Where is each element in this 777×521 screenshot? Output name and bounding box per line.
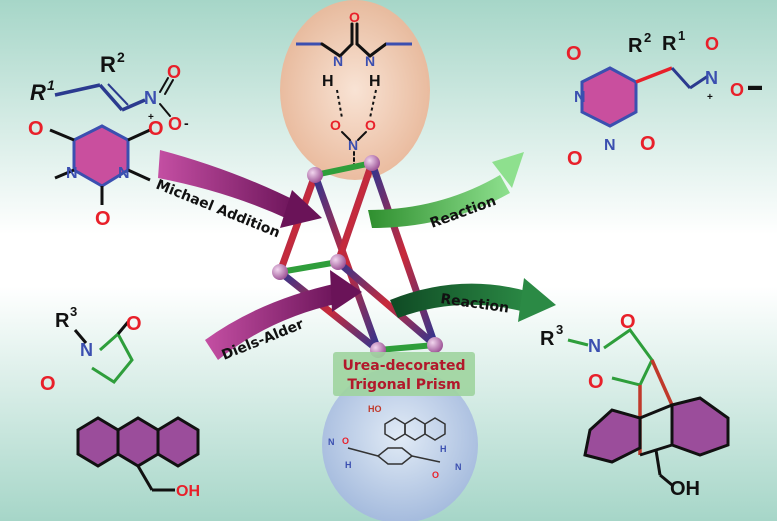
maleimide-r3-sup: 3 (70, 304, 77, 319)
da-o2: O (588, 371, 604, 393)
maleimide-r3: R (55, 310, 70, 332)
anthracene-oh: OH (176, 483, 200, 500)
r2-label: R (100, 52, 116, 77)
guest-n1: N (328, 437, 335, 447)
mp-nitro-o1: O (705, 34, 719, 54)
guest-h1: H (345, 460, 352, 470)
diels-alder-product: R 3 N O O OH (540, 311, 730, 500)
barb-o2: O (148, 118, 164, 140)
r2-sup: 2 (117, 49, 125, 65)
barb-n2: N (118, 165, 130, 182)
michael-product: O O O N N R 2 R 1 N + O O ▬ (566, 28, 762, 170)
guest-n2: N (455, 462, 462, 472)
urea-oxygen: O (349, 9, 360, 25)
nitro-o2: O (168, 114, 182, 134)
mp-o3: O (567, 148, 583, 170)
guest-h2: H (440, 444, 447, 454)
guest-hydroxyl: HO (368, 404, 382, 414)
r1-label: R (30, 80, 46, 105)
maleimide-reactant: R 3 N O O (40, 304, 142, 395)
prism-label-line2: Trigonal Prism (347, 377, 460, 393)
mp-r1: R (662, 33, 677, 55)
da-r3: R (540, 328, 555, 350)
prism-label: Urea-decorated Trigonal Prism (333, 352, 475, 396)
barb-n1: N (66, 165, 78, 182)
r1-sup: 1 (47, 77, 55, 93)
anthracene-reactant: OH (76, 416, 200, 500)
da-o1: O (620, 311, 636, 333)
mp-n1: N (574, 89, 586, 106)
mp-o1: O (566, 43, 582, 65)
mp-r2-sup: 2 (644, 30, 651, 45)
maleimide-o1: O (126, 313, 142, 335)
guest-o1: O (342, 436, 349, 446)
nitro-minus: - (184, 115, 189, 131)
mp-r1-sup: 1 (678, 28, 685, 43)
maleimide-o2: O (40, 373, 56, 395)
trigonal-prism (272, 155, 443, 358)
mp-o2: O (640, 133, 656, 155)
nitro-o-left: O (330, 117, 341, 133)
mp-nitro-plus: + (707, 92, 713, 103)
prism-label-line1: Urea-decorated (342, 358, 465, 374)
mp-nitro-o2: O (730, 80, 744, 100)
urea-binding-bubble: O N N H H O O N (280, 0, 430, 180)
nitro-o1: O (167, 62, 181, 82)
barbituric-acid-reactant: O O O N N (28, 118, 164, 230)
mp-nitro-n: N (705, 68, 718, 88)
barb-o3: O (95, 208, 111, 230)
urea-n-left: N (333, 53, 343, 69)
da-n: N (588, 336, 601, 356)
maleimide-n: N (80, 340, 93, 360)
nitro-n: N (348, 137, 358, 153)
nitro-o-right: O (365, 117, 376, 133)
da-r3-sup: 3 (556, 322, 563, 337)
nitro-n-label: N (144, 88, 157, 108)
urea-h-right: H (369, 73, 381, 90)
guest-bubble: HO O H N H O N (322, 367, 478, 521)
guest-o2: O (432, 470, 439, 480)
urea-n-right: N (365, 53, 375, 69)
nitroalkene-reactant: R 1 R 2 N + O O - (30, 49, 189, 134)
nitro-plus: + (148, 112, 154, 123)
mp-n2: N (604, 137, 616, 154)
urea-h-left: H (322, 73, 334, 90)
mp-nitro-minus: ▬ (748, 77, 762, 93)
mp-r2: R (628, 35, 643, 57)
barb-o1: O (28, 118, 44, 140)
da-oh: OH (670, 478, 700, 500)
